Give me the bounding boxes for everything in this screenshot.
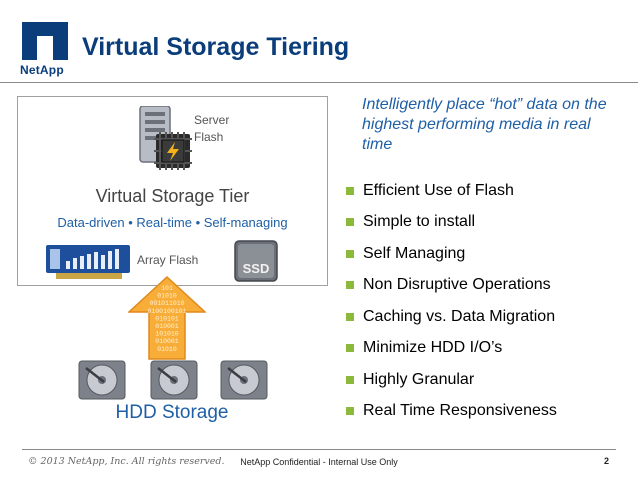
list-item: Minimize HDD I/O’s — [346, 333, 557, 365]
bullet-text: Self Managing — [363, 244, 466, 262]
netapp-logo-icon — [22, 22, 68, 60]
binary-row: 001011010 — [149, 300, 184, 307]
bullet-text: Efficient Use of Flash — [363, 181, 514, 199]
footer-divider — [22, 449, 616, 450]
binary-row: 101 — [161, 285, 173, 292]
hdd-icon — [78, 360, 126, 400]
bullet-text: Minimize HDD I/O’s — [363, 339, 503, 357]
hdd-storage-label: HDD Storage — [115, 402, 229, 423]
tier-title: Virtual Storage Tier — [95, 186, 250, 206]
bullet-square-icon — [346, 407, 354, 416]
server-flash-label: Server Flash — [194, 112, 229, 146]
array-flash-label: Array Flash — [137, 253, 199, 267]
server-flash-icon — [139, 106, 192, 170]
flash-card-icon — [46, 245, 130, 279]
up-arrow-icon: 1010101000101101001001001010101010100011… — [128, 276, 206, 360]
binary-row: 0100100101 — [147, 308, 186, 315]
ssd-text: SSD — [243, 261, 270, 276]
list-item: Self Managing — [346, 238, 557, 270]
bullet-text: Simple to install — [363, 213, 476, 231]
tier-subtitle: Data-driven • Real-time • Self-managing — [57, 215, 288, 230]
server-label-line1: Server — [194, 113, 230, 127]
title-divider — [0, 82, 638, 83]
headline: Intelligently place “hot” data on the hi… — [362, 96, 607, 153]
ssd-icon: SSD — [234, 240, 278, 282]
bullet-square-icon — [346, 218, 354, 227]
bullet-square-icon — [346, 186, 354, 195]
bullet-square-icon — [346, 249, 354, 258]
confidential-notice: NetApp Confidential - Internal Use Only — [240, 457, 398, 467]
feature-list: Efficient Use of Flash Simple to install… — [346, 175, 557, 427]
bullet-text: Highly Granular — [363, 370, 475, 388]
list-item: Efficient Use of Flash — [346, 175, 557, 207]
logo-wordmark: NetApp — [20, 63, 64, 77]
page-number: 2 — [604, 456, 610, 466]
bullet-text: Real Time Responsiveness — [363, 402, 557, 420]
hdd-icon — [150, 360, 198, 400]
binary-row: 010001 — [155, 323, 179, 330]
binary-row: 01010 — [157, 293, 177, 300]
hdd-icon — [220, 360, 268, 400]
list-item: Caching vs. Data Migration — [346, 301, 557, 333]
list-item: Real Time Responsiveness — [346, 396, 557, 428]
binary-row: 010101 — [155, 315, 179, 322]
binary-row: 101010 — [155, 331, 179, 338]
list-item: Simple to install — [346, 207, 557, 239]
binary-row: 010001 — [155, 338, 179, 345]
binary-row: 01010 — [157, 346, 177, 353]
bullet-square-icon — [346, 281, 354, 290]
server-label-line2: Flash — [194, 130, 224, 144]
list-item: Non Disruptive Operations — [346, 270, 557, 302]
bullet-square-icon — [346, 344, 354, 353]
list-item: Highly Granular — [346, 364, 557, 396]
bullet-text: Caching vs. Data Migration — [363, 307, 556, 325]
slide-title: Virtual Storage Tiering — [82, 33, 350, 61]
bullet-square-icon — [346, 312, 354, 321]
copyright-text: © 2013 NetApp, Inc. All rights reserved. — [28, 456, 225, 467]
bullet-square-icon — [346, 375, 354, 384]
bullet-text: Non Disruptive Operations — [363, 276, 551, 294]
